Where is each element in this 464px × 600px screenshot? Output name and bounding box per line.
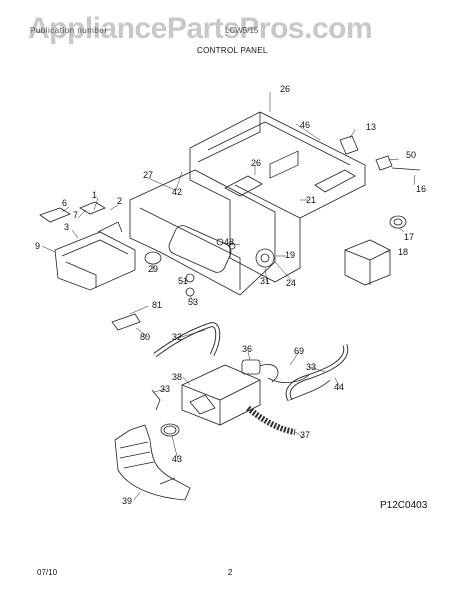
section-title: CONTROL PANEL bbox=[197, 46, 268, 55]
footer-page: 2 bbox=[228, 568, 233, 577]
footer-date: 07/10 bbox=[37, 568, 58, 577]
control-panel-plate bbox=[129, 169, 276, 296]
part-label-9: 9 bbox=[35, 241, 40, 251]
part-label-6: 6 bbox=[62, 198, 67, 208]
publication-header: Publication number bbox=[30, 26, 108, 35]
part-label-81: 81 bbox=[152, 300, 162, 310]
part-label-16: 16 bbox=[416, 184, 426, 194]
part-label-33: 33 bbox=[160, 384, 170, 394]
part-label-26: 26 bbox=[251, 158, 261, 168]
part-label-27: 27 bbox=[143, 170, 153, 180]
part-label-50: 50 bbox=[406, 150, 416, 160]
part-label-2: 2 bbox=[117, 196, 122, 206]
part-label-32: 32 bbox=[172, 332, 182, 342]
part-label-42: 42 bbox=[172, 187, 182, 197]
part-label-31: 31 bbox=[260, 276, 270, 286]
part-label-46: 46 bbox=[300, 120, 310, 130]
part-label-69: 69 bbox=[294, 346, 304, 356]
part-label-48: 48 bbox=[224, 237, 234, 247]
part-label-1: 1 bbox=[92, 190, 97, 200]
bellows-hose bbox=[114, 424, 191, 501]
part-label-37: 37 bbox=[300, 430, 310, 440]
part-label-80: 80 bbox=[140, 332, 150, 342]
part-label-36: 36 bbox=[242, 344, 252, 354]
watermark: AppliancePartsPros.com bbox=[28, 12, 373, 45]
pump-assembly bbox=[181, 364, 261, 426]
part-label-24: 24 bbox=[286, 278, 296, 288]
part-label-38: 38 bbox=[172, 372, 182, 382]
pressure-switch-box bbox=[344, 239, 391, 286]
cabinet-frame bbox=[189, 111, 366, 283]
part-label-13: 13 bbox=[366, 122, 376, 132]
part-label-43: 43 bbox=[172, 454, 182, 464]
part-label-17: 17 bbox=[404, 232, 414, 242]
part-label-29: 29 bbox=[148, 264, 158, 274]
part-label-44: 44 bbox=[334, 382, 344, 392]
part-label-18: 18 bbox=[398, 247, 408, 257]
part-label-21: 21 bbox=[306, 195, 316, 205]
model-number: LCW5/15 bbox=[225, 26, 259, 35]
diagram-code: P12C0403 bbox=[380, 500, 428, 511]
part-label-3: 3 bbox=[64, 222, 69, 232]
part-label-19: 19 bbox=[285, 250, 295, 260]
part-label-7: 7 bbox=[73, 210, 78, 220]
part-label-26: 26 bbox=[280, 84, 290, 94]
part-label-39: 39 bbox=[122, 496, 132, 506]
dispenser-drawer bbox=[54, 231, 136, 291]
part-label-51: 51 bbox=[178, 276, 188, 286]
part-label-33: 33 bbox=[306, 362, 316, 372]
part-label-53: 53 bbox=[188, 297, 198, 307]
